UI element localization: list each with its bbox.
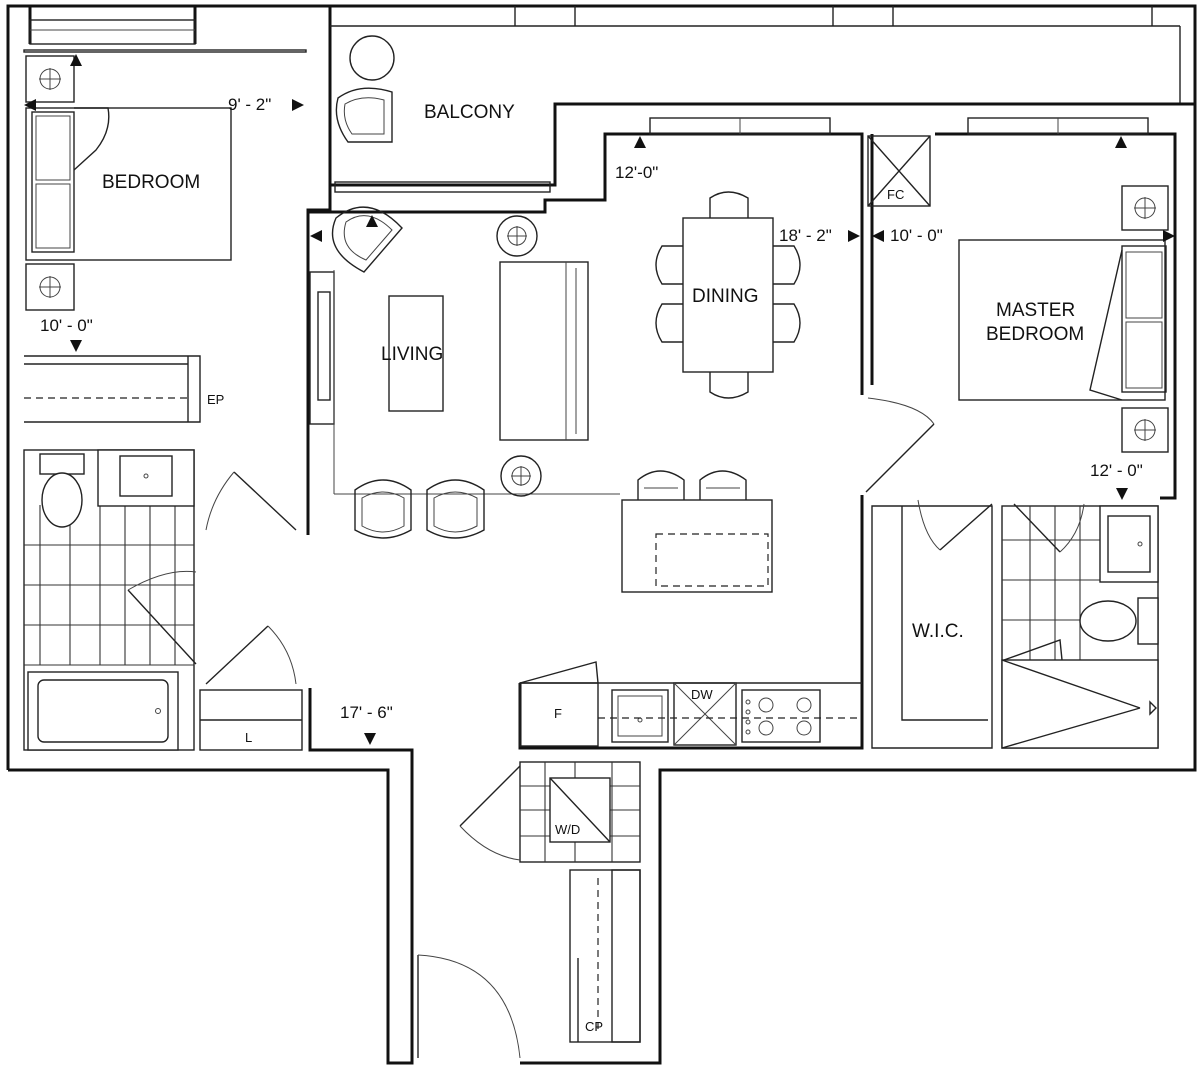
fridge-label: F bbox=[554, 706, 562, 721]
balcony: BALCONY bbox=[334, 35, 1149, 193]
balcony-label: BALCONY bbox=[424, 102, 515, 123]
dishwasher-label: DW bbox=[691, 687, 713, 702]
bar-stools bbox=[637, 470, 747, 500]
bedroom-bed bbox=[25, 107, 232, 261]
linen-closet: L bbox=[199, 625, 303, 751]
entry-door bbox=[417, 954, 521, 1059]
bathroom-toilet bbox=[39, 453, 85, 528]
kitchen-island bbox=[621, 470, 773, 593]
fireplace-chase bbox=[867, 135, 931, 207]
side-table-top bbox=[496, 215, 538, 257]
living-width-dim: 18' - 2" bbox=[779, 226, 832, 245]
bedroom-nightstand-top bbox=[25, 55, 75, 103]
kitchen: F DW bbox=[519, 661, 862, 747]
master-label-1: MASTER bbox=[996, 300, 1075, 321]
balcony-door bbox=[334, 181, 551, 193]
side-table-bottom bbox=[500, 455, 542, 497]
dining-label: DINING bbox=[692, 286, 759, 307]
bedroom-label: BEDROOM bbox=[102, 172, 200, 193]
bedroom: BEDROOM 9' - 2" 10' - 0" EP bbox=[23, 49, 307, 531]
master-depth-dim: 12' - 0" bbox=[1090, 461, 1143, 480]
wic-door bbox=[939, 503, 993, 551]
living-label: LIVING bbox=[381, 344, 443, 365]
living: LIVING 17' - 6" bbox=[309, 206, 620, 745]
master-label-2: BEDROOM bbox=[986, 324, 1084, 345]
tile-grid bbox=[24, 505, 194, 666]
bedroom-closet bbox=[24, 355, 201, 423]
shower bbox=[1001, 659, 1159, 749]
dining-table bbox=[682, 217, 774, 373]
bathroom-door bbox=[127, 589, 197, 665]
dining: DINING 12'-0" 18' - 2" bbox=[615, 136, 860, 399]
balcony-depth-dim: 12'-0" bbox=[615, 163, 658, 182]
bedroom-nightstand-bottom bbox=[25, 263, 75, 311]
ensuite-toilet bbox=[1079, 597, 1159, 645]
master-bedroom: FC 10' - 0" MASTER BEDROOM 12' - 0" bbox=[865, 135, 1175, 500]
bedroom-width-dim: 9' - 2" bbox=[228, 95, 271, 114]
bathroom-tub bbox=[27, 671, 179, 751]
west-wall bbox=[6, 4, 332, 770]
ep-label: EP bbox=[207, 392, 224, 407]
living-north-wall bbox=[308, 132, 864, 395]
balcony-outline bbox=[330, 4, 1197, 104]
master-width-dim: 10' - 0" bbox=[890, 226, 943, 245]
balcony-chair bbox=[335, 87, 393, 143]
bedroom-door bbox=[233, 471, 297, 531]
linen-label: L bbox=[245, 730, 252, 745]
bedroom-depth-dim: 10' - 0" bbox=[40, 316, 93, 335]
walk-in-closet: W.I.C. bbox=[871, 499, 993, 749]
fridge bbox=[519, 682, 599, 747]
cooktop bbox=[741, 689, 821, 743]
wic-label: W.I.C. bbox=[912, 621, 964, 642]
washer-dryer bbox=[549, 777, 611, 843]
lounge-chair-left bbox=[354, 479, 412, 539]
master-nightstand-top bbox=[1121, 185, 1169, 231]
dishwasher bbox=[673, 682, 737, 746]
entry-closet: CP bbox=[569, 869, 641, 1043]
washer-dryer-label: W/D bbox=[555, 822, 580, 837]
ensuite bbox=[1001, 503, 1159, 749]
dining-chairs bbox=[655, 191, 801, 399]
bedroom-window-jambs bbox=[28, 6, 197, 44]
exterior-walls bbox=[6, 4, 1197, 1065]
laundry: W/D bbox=[459, 761, 641, 863]
fc-label: FC bbox=[887, 187, 904, 202]
master-nightstand-bottom bbox=[1121, 407, 1169, 453]
sofa bbox=[499, 261, 589, 441]
ensuite-sink bbox=[1099, 505, 1159, 583]
ensuite-door bbox=[1013, 503, 1061, 553]
coffee-table bbox=[388, 295, 444, 412]
tv bbox=[317, 291, 331, 401]
bedroom-window bbox=[29, 19, 196, 45]
laundry-door bbox=[459, 765, 521, 827]
kitchen-sink bbox=[611, 689, 669, 743]
balcony-table bbox=[349, 35, 395, 81]
linen-door bbox=[205, 625, 269, 685]
living-depth-dim: 17' - 6" bbox=[340, 703, 393, 722]
living-armchair bbox=[331, 206, 403, 273]
closet-label: CP bbox=[585, 1019, 603, 1034]
lounge-chair-right bbox=[426, 479, 485, 539]
bathroom bbox=[23, 449, 197, 751]
master-bed bbox=[958, 239, 1167, 401]
bathroom-sink bbox=[97, 449, 195, 507]
master-door bbox=[865, 423, 935, 493]
